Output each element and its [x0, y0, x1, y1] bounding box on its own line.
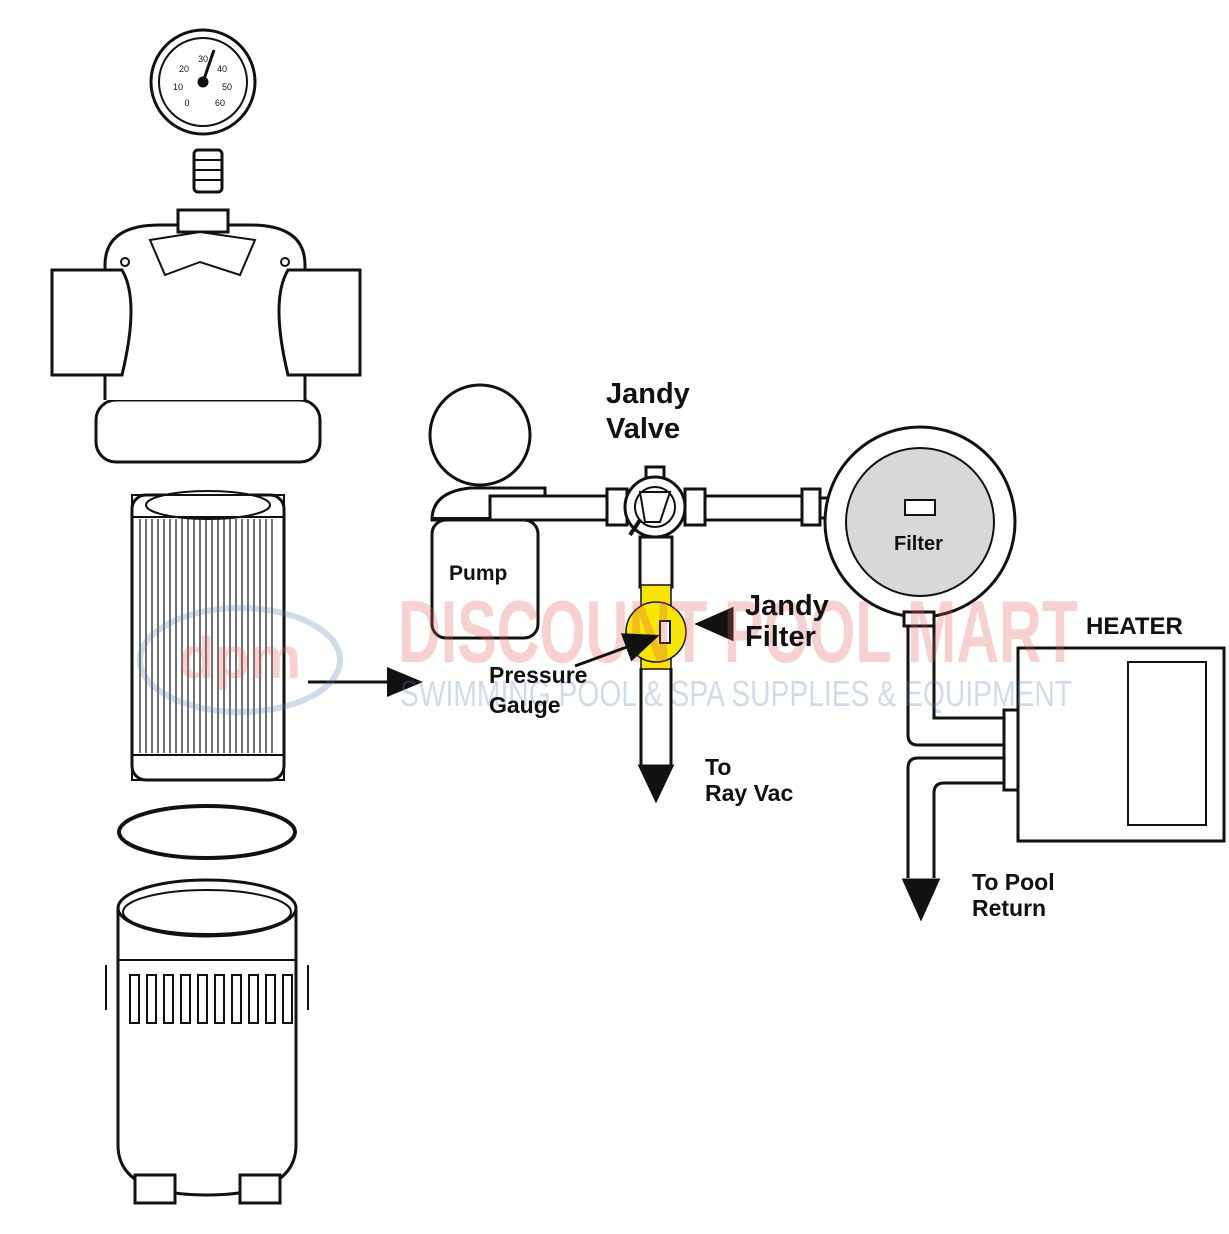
gauge-tick-label: 10	[173, 82, 183, 92]
watermark-logo-text: dpm	[179, 626, 301, 691]
label-to-ray-vac-line1: To	[705, 754, 731, 780]
label-pressure-gauge-line2: Gauge	[489, 692, 561, 718]
watermark: dpm DISCOUNT POOL MART SWIMMING POOL & S…	[137, 582, 1078, 715]
main-filter-tank	[823, 425, 1017, 619]
filter-bowl	[105, 878, 309, 1205]
label-filter: Filter	[894, 533, 943, 555]
gauge-tick-label: 50	[222, 82, 232, 92]
o-ring	[117, 804, 297, 860]
label-to-ray-vac-line2: Ray Vac	[705, 780, 793, 806]
to-ray-vac-arrow	[637, 764, 675, 804]
pipe-valve-down	[638, 535, 674, 589]
pressure-gauge-pointer	[574, 633, 660, 668]
label-to-pool-return-line2: Return	[972, 895, 1046, 921]
gauge-tick-label: 0	[184, 98, 189, 108]
filter-head	[50, 208, 362, 464]
label-jandy-valve-line2: Valve	[606, 413, 680, 445]
pipe-pump-to-valve	[488, 494, 612, 522]
gauge-tick-label: 60	[215, 98, 225, 108]
label-jandy-filter-line1: Jandy	[745, 590, 829, 622]
plumbing-schematic	[428, 383, 1226, 922]
gauge-tick-label: 40	[217, 64, 227, 74]
jandy-valve	[623, 465, 687, 539]
labels: Jandy Valve Jandy Filter Pump Filter HEA…	[449, 378, 1183, 921]
label-jandy-valve-line1: Jandy	[606, 378, 690, 410]
gauge-tick-label: 30	[198, 54, 208, 64]
gauge-scale: 0 10 20 30 40 50 60	[173, 54, 232, 108]
pipe-heater-to-return	[906, 756, 1006, 878]
label-jandy-filter-line2: Filter	[745, 621, 816, 653]
label-to-pool-return-line1: To Pool	[972, 869, 1055, 895]
watermark-logo: dpm	[137, 605, 343, 715]
pipe-valve-to-filter	[703, 494, 807, 522]
to-pool-return-arrow	[901, 878, 941, 922]
gauge-tick-label: 20	[179, 64, 189, 74]
label-heater: HEATER	[1086, 613, 1183, 640]
exploded-filter-assembly: 0 10 20 30 40 50 60	[50, 28, 362, 1205]
pressure-gauge-drawing: 0 10 20 30 40 50 60	[149, 28, 257, 194]
filter-cartridge	[130, 490, 286, 782]
label-pressure-gauge-line1: Pressure	[489, 662, 587, 688]
pipe-filter-to-heater	[906, 626, 1006, 747]
heater	[1002, 646, 1226, 843]
jandy-filter	[625, 584, 687, 670]
label-pump: Pump	[449, 562, 507, 585]
watermark-brand-top: DISCOUNT POOL MART	[398, 582, 1078, 681]
jandy-filter-pointer	[694, 606, 734, 642]
watermark-brand-bottom: SWIMMING POOL & SPA SUPPLIES & EQUIPMENT	[400, 673, 1072, 714]
